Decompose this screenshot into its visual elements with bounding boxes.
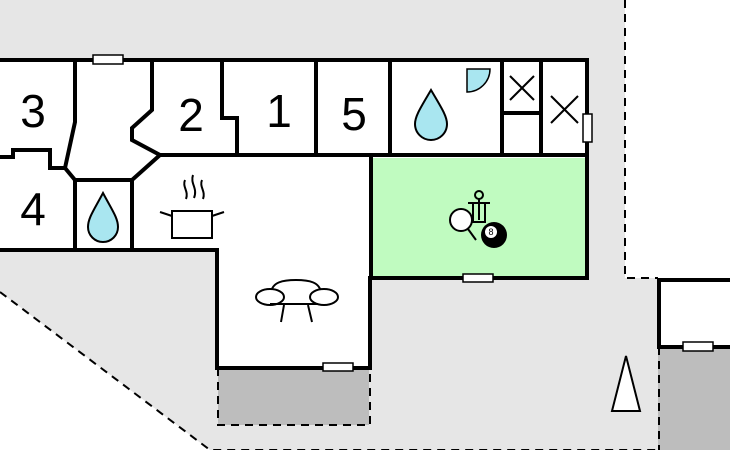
window [582, 113, 593, 143]
window [462, 273, 494, 283]
billiard-ball-label: 8 [488, 227, 493, 237]
billiard-ball-icon: 8 [481, 222, 507, 248]
table-tennis-icon [449, 208, 477, 241]
room-number-2: 2 [178, 89, 204, 141]
table-football-icon [468, 190, 490, 223]
covered-terrace-edge [217, 368, 371, 426]
outer-walls [0, 58, 589, 370]
covered-terrace [218, 368, 369, 425]
closet-cross-icon [509, 75, 535, 101]
window [92, 54, 124, 65]
annex-floor [658, 347, 730, 450]
windows [92, 54, 714, 372]
room-number-4: 4 [20, 183, 46, 235]
room-number-1: 1 [266, 85, 292, 137]
window [682, 341, 714, 352]
room-number-3: 3 [20, 85, 46, 137]
interior-walls [0, 60, 587, 278]
window [322, 362, 354, 372]
water-drop-icon [86, 190, 120, 243]
room-number-5: 5 [341, 88, 367, 140]
cooking-pot-icon [159, 174, 225, 239]
shower-icon [466, 68, 491, 93]
terrace-boundary-east [624, 0, 658, 279]
north-arrow-icon [610, 355, 642, 412]
terrace-boundary [0, 291, 658, 450]
water-drop-icon [413, 88, 449, 141]
annex-room [658, 280, 730, 347]
closet-cross-icon [550, 95, 579, 124]
sofa-icon [255, 278, 339, 323]
